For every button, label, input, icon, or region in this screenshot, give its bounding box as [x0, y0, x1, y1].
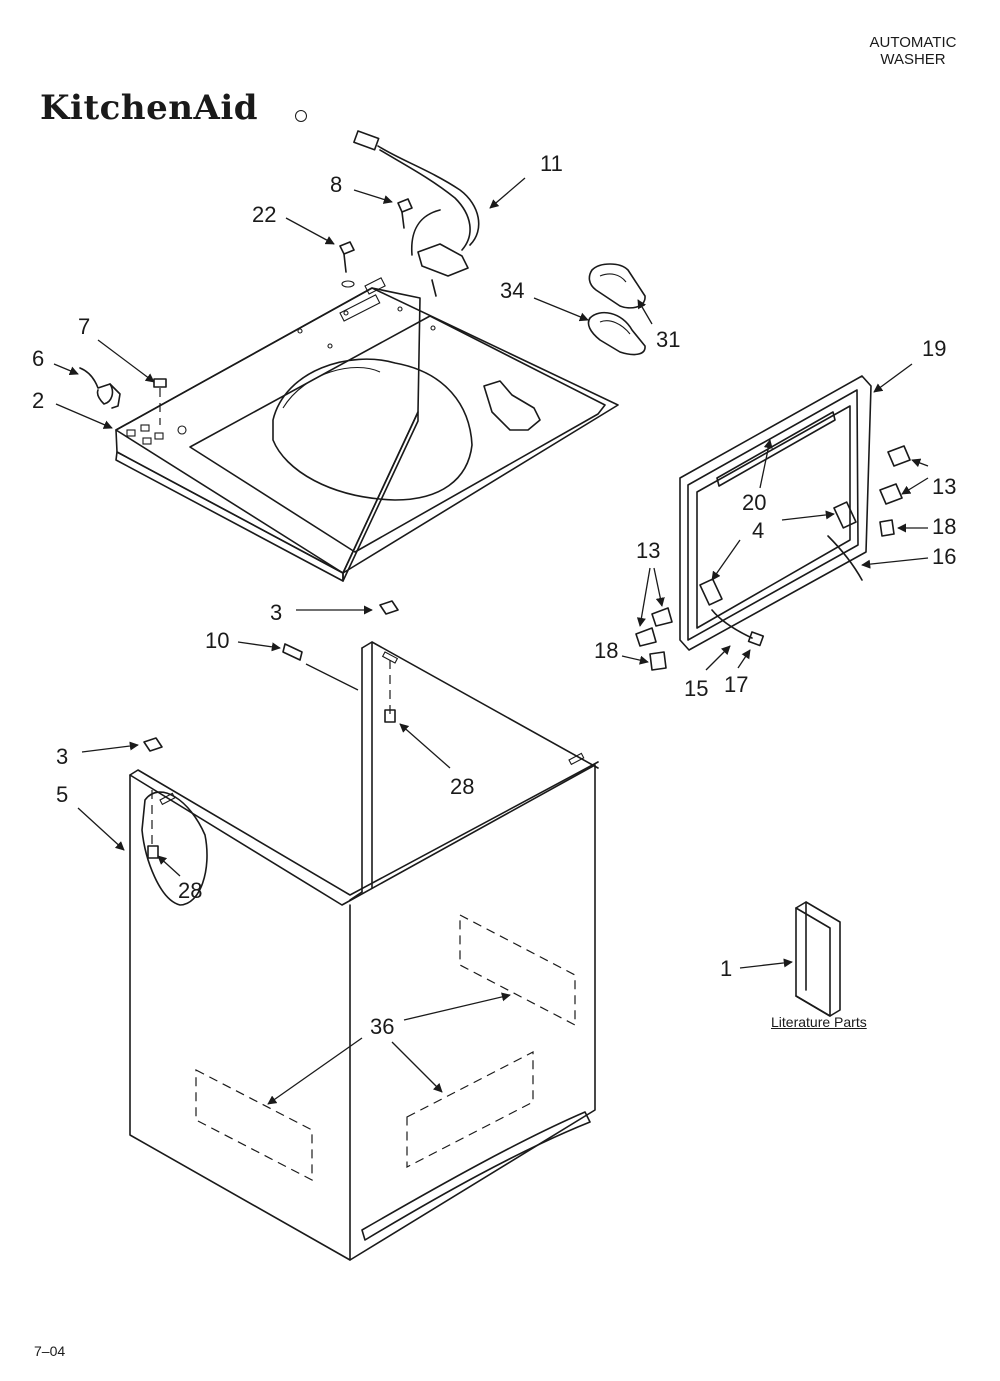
product-type-line2: WASHER [880, 51, 946, 68]
callout-2: 2 [32, 388, 44, 413]
callout-28-right: 28 [450, 774, 474, 799]
callout-13-left: 13 [636, 538, 660, 563]
callout-5: 5 [56, 782, 68, 807]
callout-34: 34 [500, 278, 524, 303]
callout-4: 4 [752, 518, 764, 543]
callout-10: 10 [205, 628, 229, 653]
lid-switch-harness [353, 130, 480, 297]
callout-8: 8 [330, 172, 342, 197]
literature-booklet [795, 901, 841, 1017]
product-type: AUTOMATIC WASHER [858, 34, 968, 68]
registered-mark [295, 110, 307, 122]
callout-36: 36 [370, 1014, 394, 1039]
callout-6: 6 [32, 346, 44, 371]
washer-top-panel [115, 277, 619, 582]
callout-20: 20 [742, 490, 766, 515]
screw-22 [339, 241, 355, 288]
callout-1: 1 [720, 956, 732, 981]
callout-22: 22 [252, 202, 276, 227]
product-type-line1: AUTOMATIC [869, 34, 957, 51]
callout-28-left: 28 [178, 878, 202, 903]
bracket-7 [153, 378, 167, 425]
callout-18-left: 18 [594, 638, 618, 663]
callout-7: 7 [78, 314, 90, 339]
lid-bumper-34 [587, 311, 646, 356]
callout-11: 11 [540, 151, 563, 176]
callouts: 11 8 22 34 31 7 6 2 19 20 4 13 18 16 13 … [32, 151, 956, 1039]
callout-17: 17 [724, 672, 748, 697]
callout-13-right: 13 [932, 474, 956, 499]
literature-parts-label: Literature Parts [771, 1014, 867, 1030]
callout-31: 31 [656, 327, 680, 352]
callout-15: 15 [684, 676, 708, 701]
screw-8 [397, 198, 413, 229]
lid-assembly [635, 375, 911, 671]
leader-lines [53, 177, 929, 1105]
callout-18-right: 18 [932, 514, 956, 539]
brand-logo: KitchenAid [40, 88, 259, 128]
date-code: 7–04 [34, 1343, 66, 1359]
lid-bumper-31 [588, 263, 646, 309]
hose-clip-6 [79, 367, 121, 409]
callout-19: 19 [922, 336, 946, 361]
callout-3-top: 3 [270, 600, 282, 625]
cabinet [129, 600, 599, 1261]
callout-16: 16 [932, 544, 956, 569]
callout-3-left: 3 [56, 744, 68, 769]
